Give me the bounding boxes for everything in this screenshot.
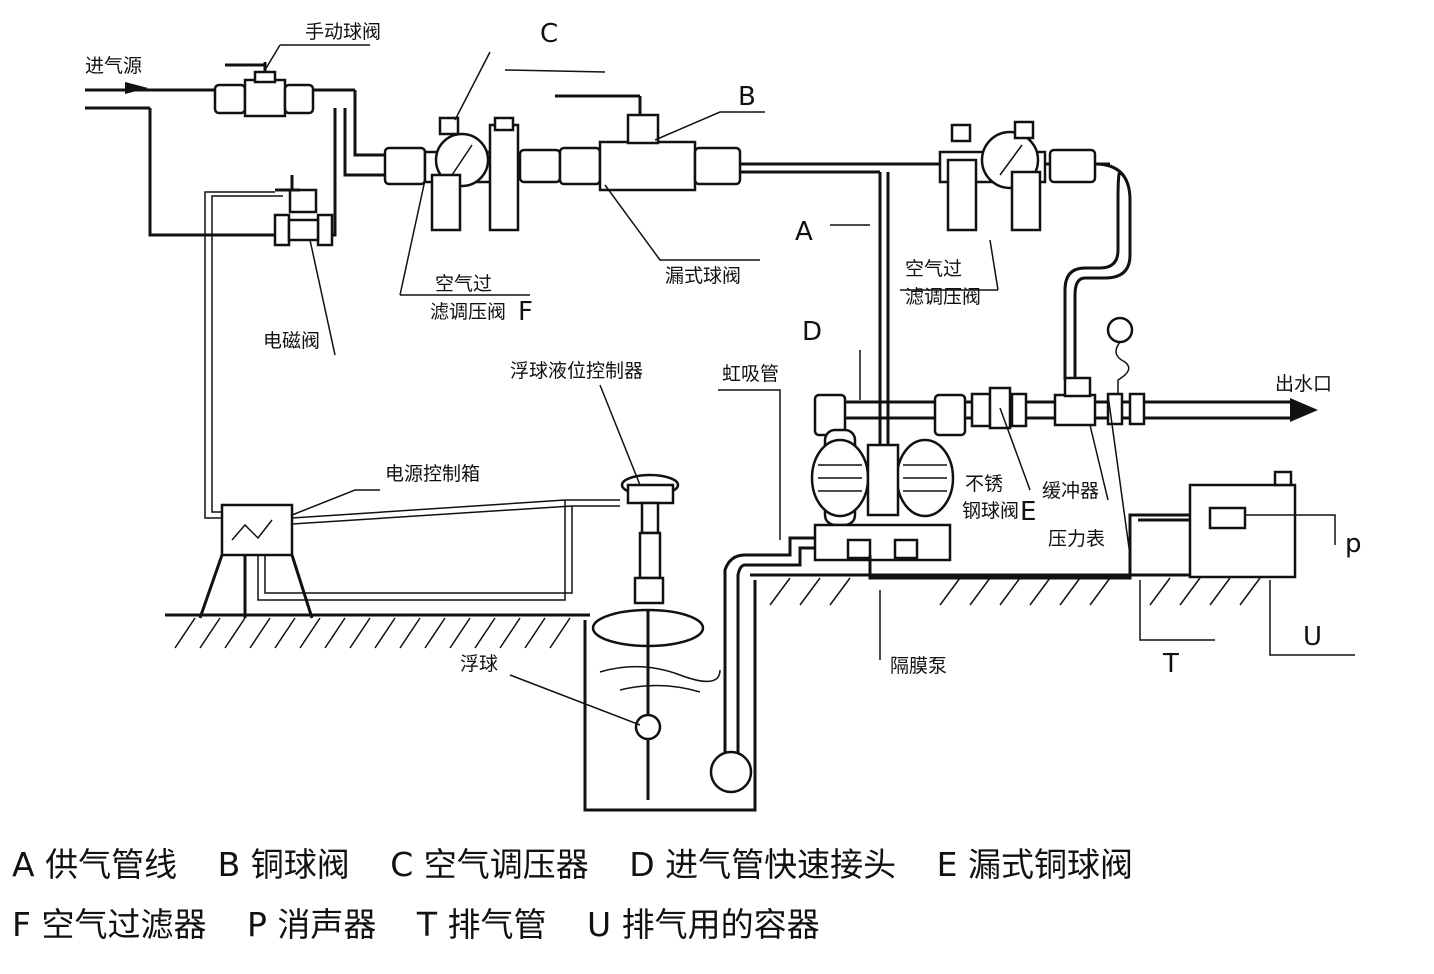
label-right-filter-1: 空气过 <box>905 258 962 280</box>
right-air-filter-regulator <box>938 120 1097 232</box>
solenoid-valve <box>273 175 334 247</box>
label-left-filter-2: 滤调压阀 <box>430 301 506 323</box>
label-buffer: 缓冲器 <box>1042 480 1099 502</box>
ground-left <box>165 613 590 649</box>
legend-item: P 消声器 <box>246 905 377 944</box>
label-air-source: 进气源 <box>85 55 142 77</box>
legend-item: F 空气过滤器 <box>12 905 207 944</box>
label-d: D <box>802 317 822 347</box>
legend-item: A 供气管线 <box>12 845 178 884</box>
float-level-controller <box>591 473 705 800</box>
brass-ball-valve <box>555 94 742 192</box>
label-diaphragm-pump: 隔膜泵 <box>890 655 947 677</box>
power-control-box <box>198 503 314 619</box>
legend-item: E 漏式铜球阀 <box>936 845 1134 884</box>
legend-item: B 铜球阀 <box>217 845 350 884</box>
label-solenoid-valve: 电磁阀 <box>263 330 320 352</box>
label-power-control-box: 电源控制箱 <box>385 463 480 485</box>
water-surface <box>599 665 721 693</box>
diaphragm-pump <box>810 393 967 562</box>
water-pit <box>583 580 757 812</box>
legend-item: T 排气管 <box>416 905 547 944</box>
manual-ball-valve <box>213 62 315 118</box>
label-float-ball: 浮球 <box>460 653 498 675</box>
siphon-tube <box>709 536 815 794</box>
legend-item: D 进气管快速接头 <box>629 845 897 884</box>
legend-item: U 排气用的容器 <box>587 905 820 944</box>
control-wiring <box>204 191 620 601</box>
label-t: T <box>1162 649 1179 679</box>
label-p: p <box>1345 529 1362 559</box>
label-a: A <box>795 217 813 247</box>
left-air-filter-regulator <box>383 116 562 232</box>
label-u: U <box>1303 622 1322 652</box>
legend-row-2: F 空气过滤器 P 消声器 T 排气管 U 排气用的容器 <box>12 898 850 946</box>
label-stainless-2: 钢球阀 <box>962 500 1019 522</box>
label-right-filter-2: 滤调压阀 <box>905 286 981 308</box>
label-f: F <box>518 297 533 327</box>
label-float-controller: 浮球液位控制器 <box>510 360 643 382</box>
air-supply-line-a <box>600 162 1132 460</box>
outlet-pipe <box>845 376 1318 430</box>
pressure-gauge <box>1106 316 1134 394</box>
label-siphon-tube: 虹吸管 <box>722 363 779 385</box>
exhaust-system <box>868 470 1297 580</box>
label-outlet: 出水口 <box>1275 373 1332 395</box>
label-e: E <box>1020 497 1036 527</box>
label-leak-ball-valve: 漏式球阀 <box>665 265 741 287</box>
label-pressure-gauge: 压力表 <box>1048 528 1105 550</box>
legend-item: C 空气调压器 <box>390 845 589 884</box>
label-manual-ball-valve: 手动球阀 <box>305 21 381 43</box>
label-c: C <box>540 19 558 49</box>
label-left-filter-1: 空气过 <box>435 273 492 295</box>
label-b: B <box>738 82 756 112</box>
legend-row-1: A 供气管线 B 铜球阀 C 空气调压器 D 进气管快速接头 E 漏式铜球阀 <box>12 838 1163 886</box>
leader-lines <box>264 44 1355 726</box>
label-stainless-1: 不锈 <box>965 473 1003 495</box>
